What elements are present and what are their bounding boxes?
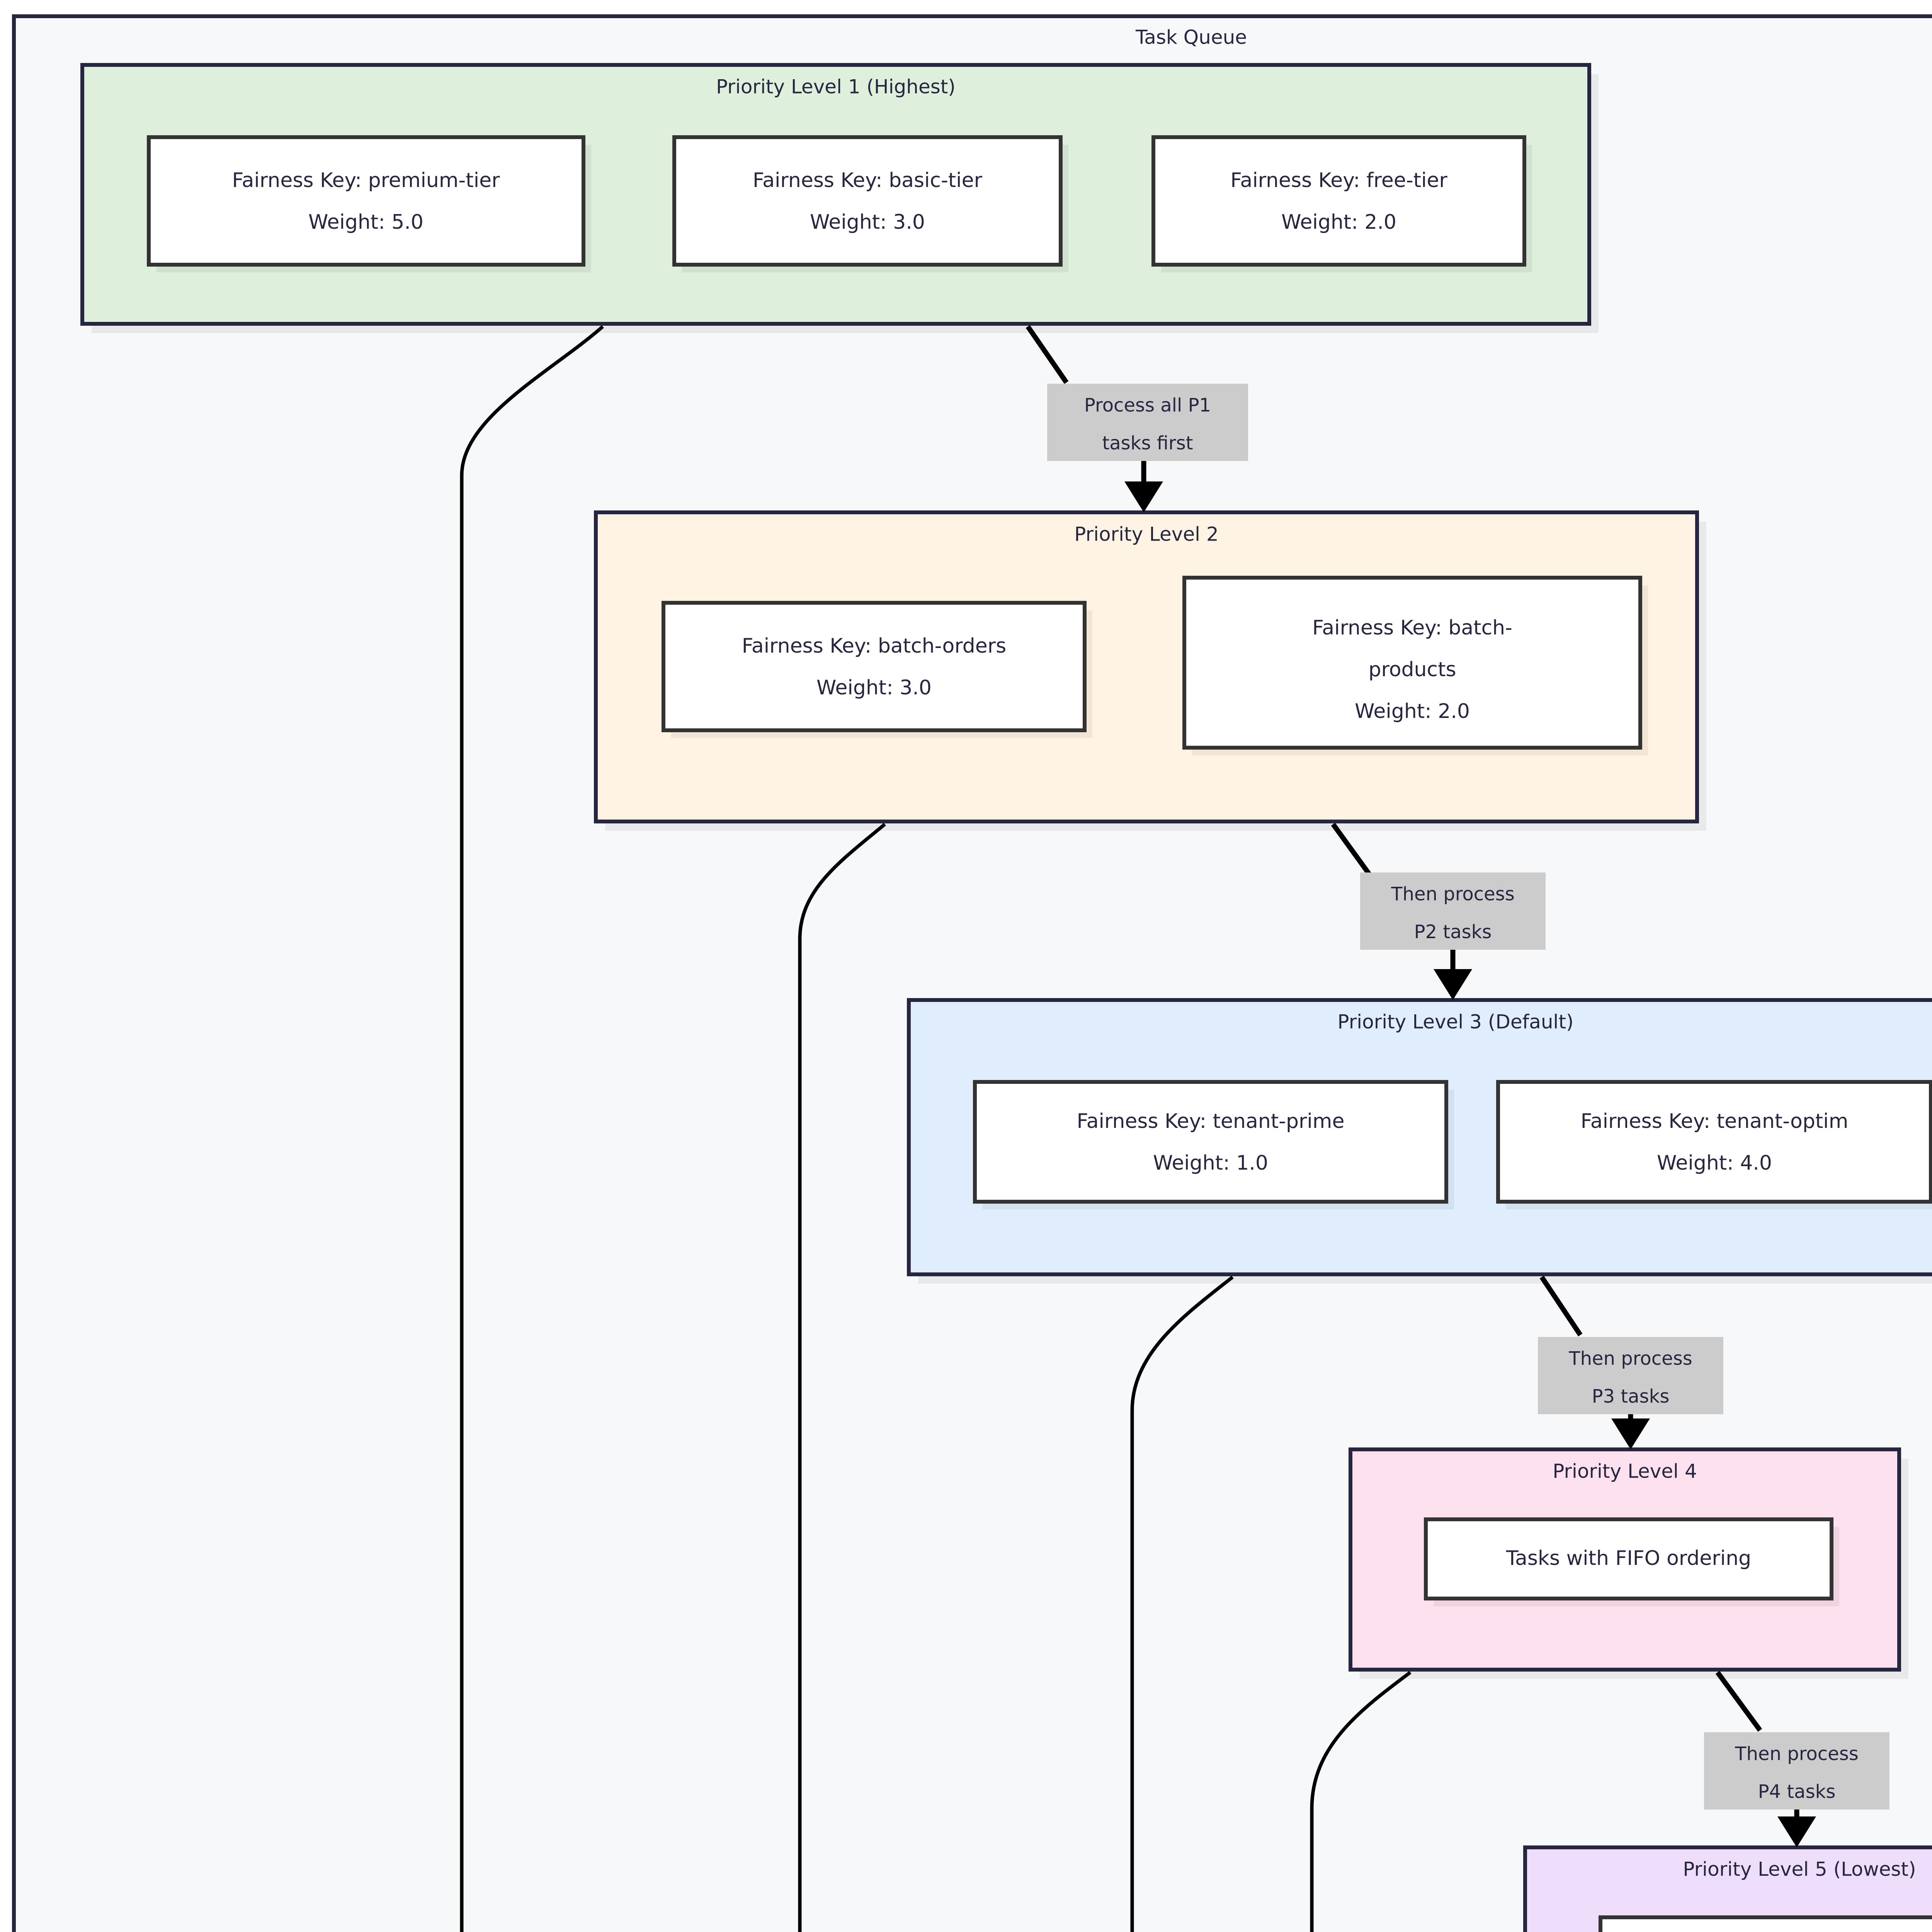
edge-p3-to-p4-upper bbox=[1539, 1276, 1583, 1337]
edge-p3-to-workers bbox=[1130, 1276, 1234, 1932]
p5-cluster-title: Priority Level 5 (Lowest) bbox=[1683, 1858, 1916, 1881]
p2-orders-line2: Weight: 3.0 bbox=[816, 676, 932, 699]
p4-fifo-node[interactable] bbox=[1424, 1517, 1833, 1600]
p2-products-line1: Fairness Key: batch- bbox=[1312, 616, 1512, 639]
edge-p1-to-p2-upper bbox=[1026, 325, 1069, 384]
edge-label-3-bg bbox=[1538, 1337, 1723, 1414]
p2-orders-node[interactable] bbox=[662, 601, 1087, 732]
edge-label-3-line1: Then process bbox=[1568, 1348, 1692, 1369]
p4-cluster-title: Priority Level 4 bbox=[1553, 1460, 1697, 1483]
edge-p4-to-p5-upper bbox=[1715, 1671, 1762, 1732]
p3-prime-node[interactable] bbox=[973, 1080, 1448, 1204]
arrowhead-p4-p5 bbox=[1777, 1816, 1816, 1847]
edge-label-2-line2: P2 tasks bbox=[1414, 921, 1492, 943]
p2-products-line3: Weight: 2.0 bbox=[1355, 700, 1470, 723]
p1-cluster-title: Priority Level 1 (Highest) bbox=[716, 76, 956, 98]
p1-basic-line2: Weight: 3.0 bbox=[810, 211, 925, 234]
p2-cluster-title: Priority Level 2 bbox=[1074, 523, 1219, 546]
p4-fifo-line1: Tasks with FIFO ordering bbox=[1506, 1547, 1751, 1570]
arrowhead-p1-p2 bbox=[1124, 481, 1163, 512]
p1-premium-node[interactable] bbox=[147, 135, 585, 267]
edge-label-2-bg bbox=[1360, 872, 1546, 950]
edge-label-3-line2: P3 tasks bbox=[1592, 1386, 1670, 1407]
p5-fifo-node[interactable] bbox=[1599, 1915, 1932, 1932]
edge-label-4-line1: Then process bbox=[1735, 1743, 1858, 1765]
edge-label-1-bg bbox=[1047, 384, 1248, 461]
edge-label-4-bg bbox=[1704, 1732, 1889, 1810]
edge-label-1-line1: Process all P1 bbox=[1084, 395, 1211, 416]
edge-label-1-line2: tasks first bbox=[1102, 432, 1193, 454]
p3-optim-node[interactable] bbox=[1496, 1080, 1932, 1204]
edge-label-2-line1: Then process bbox=[1391, 883, 1514, 905]
p3-cluster-title: Priority Level 3 (Default) bbox=[1337, 1011, 1573, 1033]
p3-prime-line2: Weight: 1.0 bbox=[1153, 1151, 1268, 1175]
edge-p2-to-workers bbox=[798, 823, 886, 1932]
p1-free-node[interactable] bbox=[1151, 135, 1526, 267]
p1-premium-line1: Fairness Key: premium-tier bbox=[232, 169, 500, 192]
p2-products-node[interactable] bbox=[1182, 576, 1642, 750]
edge-p4-to-workers bbox=[1310, 1671, 1412, 1932]
p2-orders-line1: Fairness Key: batch-orders bbox=[742, 634, 1006, 658]
p2-products-line2: products bbox=[1368, 658, 1456, 681]
p1-basic-line1: Fairness Key: basic-tier bbox=[753, 169, 983, 192]
p3-optim-line2: Weight: 4.0 bbox=[1657, 1151, 1772, 1175]
p1-free-line2: Weight: 2.0 bbox=[1281, 211, 1396, 234]
p3-optim-line1: Fairness Key: tenant-optim bbox=[1581, 1110, 1849, 1133]
arrowhead-p2-p3 bbox=[1434, 969, 1472, 1000]
p3-prime-line1: Fairness Key: tenant-prime bbox=[1077, 1110, 1345, 1133]
edge-p1-to-workers bbox=[460, 325, 604, 1932]
task-queue-title: Task Queue bbox=[1135, 26, 1247, 49]
p1-premium-line2: Weight: 5.0 bbox=[308, 211, 423, 234]
p1-free-line1: Fairness Key: free-tier bbox=[1230, 169, 1447, 192]
p1-basic-node[interactable] bbox=[672, 135, 1063, 267]
edge-label-4-line2: P4 tasks bbox=[1758, 1781, 1836, 1803]
arrowhead-p3-p4 bbox=[1611, 1418, 1650, 1449]
